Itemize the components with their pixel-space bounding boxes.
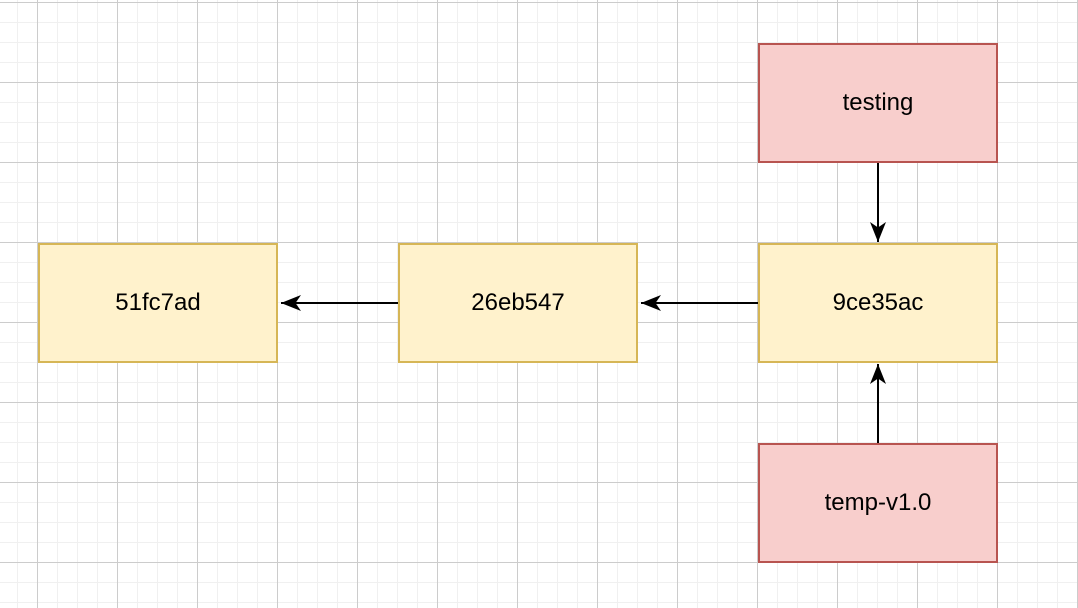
node-testing[interactable]: testing: [758, 43, 998, 163]
node-label: temp-v1.0: [824, 489, 932, 516]
node-label: 26eb547: [471, 289, 565, 316]
node-label: 51fc7ad: [115, 289, 201, 316]
node-26eb547[interactable]: 26eb547: [398, 243, 638, 363]
node-label: 9ce35ac: [832, 289, 924, 316]
node-9ce35ac[interactable]: 9ce35ac: [758, 243, 998, 363]
node-51fc7ad[interactable]: 51fc7ad: [38, 243, 278, 363]
node-label: testing: [842, 89, 914, 116]
node-temp-v1.0[interactable]: temp-v1.0: [758, 443, 998, 563]
